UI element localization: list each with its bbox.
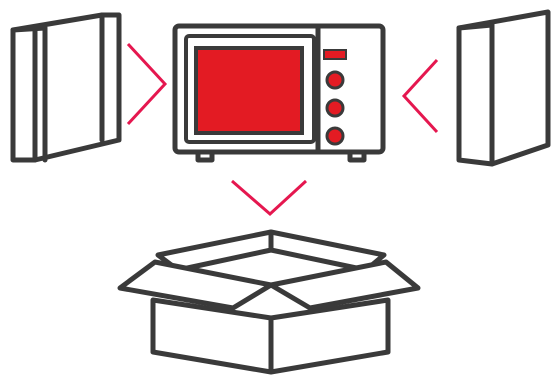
- open-cardboard-box-icon: [120, 232, 418, 372]
- chevron-down-icon: [232, 181, 306, 214]
- microwave-button-1: [327, 72, 343, 88]
- microwave-button-3: [327, 128, 343, 144]
- microwave-button-2: [327, 100, 343, 116]
- right-insert-panel-icon: [459, 12, 548, 164]
- left-insert-panel-icon: [13, 15, 119, 160]
- microwave-window: [196, 48, 302, 133]
- chevron-right-icon: [128, 44, 165, 124]
- microwave-oven-icon: [175, 26, 383, 160]
- microwave-display: [324, 50, 346, 59]
- chevron-left-icon: [404, 60, 437, 132]
